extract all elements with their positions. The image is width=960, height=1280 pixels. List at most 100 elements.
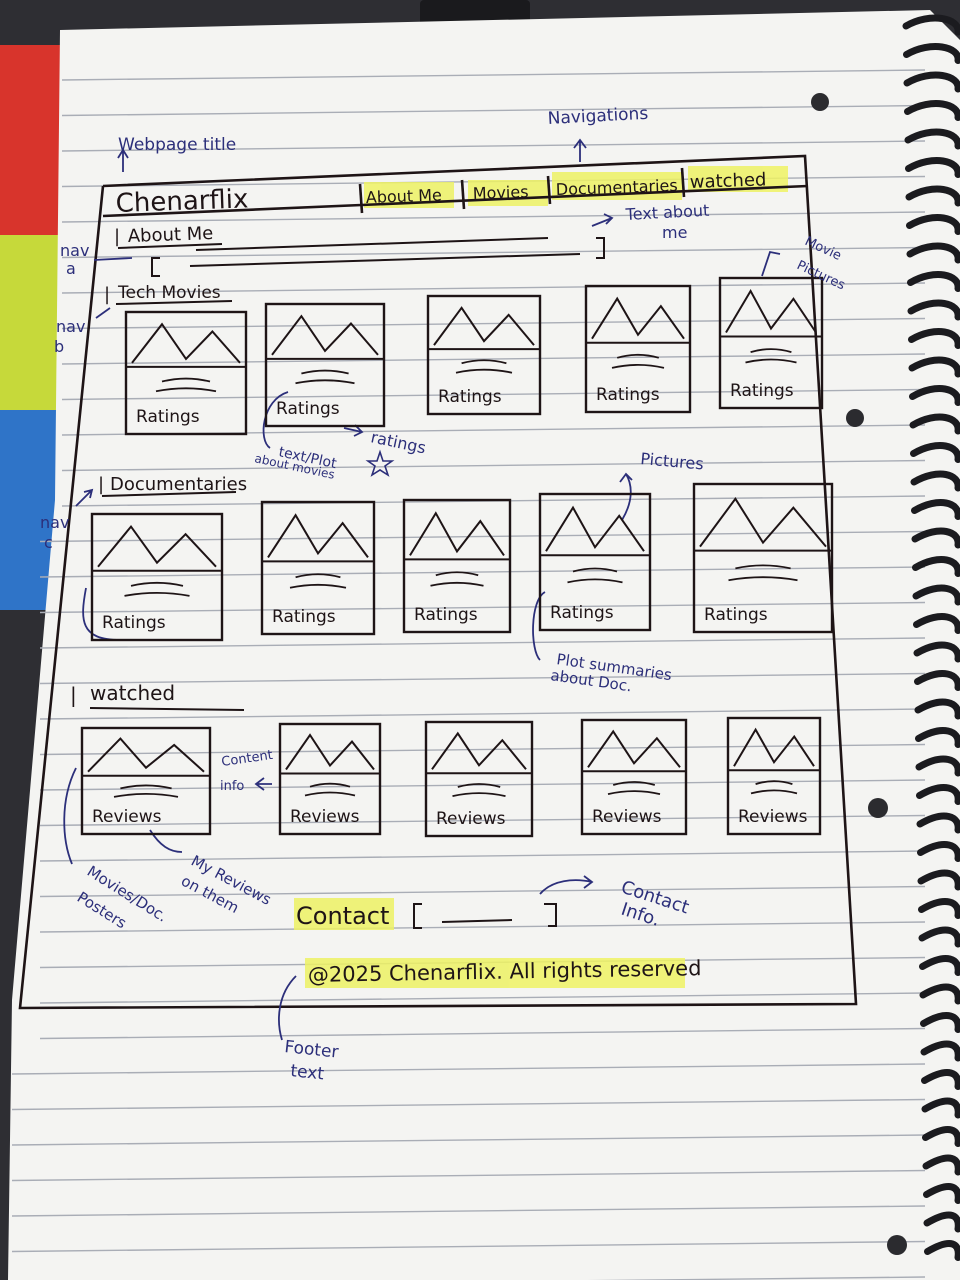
spiral-ring <box>907 271 960 292</box>
spiral-ring <box>921 1069 960 1090</box>
spiral-ring <box>921 1097 960 1119</box>
mountain-icon <box>267 513 369 558</box>
text-lines-icon <box>289 573 347 589</box>
note-content-info-2: info <box>220 779 244 794</box>
note-webpage-title: Webpage title <box>118 135 236 155</box>
mountain-icon <box>733 727 815 767</box>
punch-hole <box>887 1235 907 1255</box>
about-heading: About Me <box>127 223 213 247</box>
note-nav-a-1: nav <box>60 241 89 260</box>
ruled-line <box>61 459 926 472</box>
spiral-ring <box>922 1126 960 1147</box>
ruled-line <box>39 814 926 827</box>
card-label: Ratings <box>276 399 340 419</box>
ruled-line <box>11 1240 926 1253</box>
mountain-icon <box>87 737 205 773</box>
text-lines-icon <box>750 780 798 795</box>
text-lines-icon <box>567 567 623 584</box>
spiral-ring <box>923 1211 960 1233</box>
card-label: Ratings <box>102 613 166 633</box>
spiral-ring <box>923 1183 960 1204</box>
mountain-icon <box>725 288 817 334</box>
card-frame <box>718 276 824 410</box>
mountain-icon <box>433 306 535 346</box>
ruled-line <box>61 317 926 330</box>
card-label: Ratings <box>596 385 660 405</box>
punch-hole <box>811 93 829 111</box>
note-content-info-1: Content <box>220 748 273 770</box>
note-nav-b-1: nav <box>56 317 85 336</box>
ruled-line <box>61 211 926 223</box>
text-lines-icon <box>611 353 665 369</box>
card-frame <box>402 498 512 634</box>
note-footer-text-2: text <box>289 1061 325 1084</box>
card-frame <box>80 726 212 836</box>
card-sketch: Ratings <box>402 498 512 634</box>
spiral-ring <box>917 841 960 862</box>
text-lines-icon <box>455 359 513 374</box>
card-label: Ratings <box>272 607 336 627</box>
punch-hole <box>846 409 864 427</box>
spiral-ring <box>904 128 960 150</box>
note-nav-c-2: c <box>44 533 53 552</box>
mountain-icon <box>131 322 241 364</box>
card-label: Ratings <box>438 387 502 407</box>
ruled-lines <box>11 69 926 1280</box>
spiral-binding <box>902 14 960 1261</box>
spiral-ring <box>911 527 960 549</box>
section-marker-movies: | <box>104 284 110 305</box>
mountain-icon <box>591 296 685 340</box>
mountain-icon <box>587 729 681 768</box>
spiral-ring <box>909 413 960 435</box>
spiral-ring <box>916 812 960 834</box>
spiral-ring <box>914 698 960 720</box>
mountain-icon <box>271 314 379 356</box>
spiral-ring <box>914 670 960 691</box>
ruled-line <box>39 601 926 614</box>
ruled-line <box>39 850 926 862</box>
wireframe-frame <box>18 154 858 1010</box>
red-tab <box>0 45 60 245</box>
ruled-line <box>39 885 926 898</box>
site-title: Chenarflix <box>115 184 249 219</box>
nav-item-about: About Me <box>365 185 442 207</box>
ruled-line <box>11 1098 926 1111</box>
ruled-line <box>39 743 926 756</box>
spiral-ring <box>920 1012 960 1033</box>
spiral-ring <box>913 641 960 663</box>
mountain-icon <box>285 733 375 771</box>
card-sketch: Ratings <box>718 276 824 410</box>
text-lines-icon <box>607 781 661 795</box>
ruled-line <box>11 1205 926 1217</box>
section-marker-about: | <box>114 226 120 247</box>
ruled-line <box>11 1169 926 1182</box>
spiral-ring <box>909 385 960 406</box>
text-lines-icon <box>745 348 797 364</box>
card-label: Reviews <box>738 807 808 827</box>
card-label: Reviews <box>592 807 662 827</box>
text-lines-icon <box>452 783 506 797</box>
ruled-line <box>39 708 926 720</box>
ruled-line <box>39 637 926 649</box>
ruled-line <box>39 672 926 685</box>
note-nav-c-1: nav <box>40 513 69 532</box>
spiral-ring <box>905 185 960 207</box>
card-sketch: Reviews <box>278 722 382 836</box>
spiral-ring <box>912 584 960 606</box>
spiral-ring <box>905 157 960 178</box>
text-lines-icon <box>124 581 190 597</box>
spiral-ring <box>919 955 960 976</box>
card-sketch: Ratings <box>264 302 386 428</box>
mountain-icon <box>545 505 645 552</box>
ruled-line <box>39 1027 926 1040</box>
spiral-ring <box>903 71 960 93</box>
ruled-line <box>11 1063 926 1075</box>
nav-item-documentaries: Documentaries <box>555 176 677 199</box>
spiral-ring <box>912 556 960 577</box>
note-nav-a-2: a <box>66 259 76 278</box>
ruled-line <box>61 353 926 365</box>
section-marker-watched: | <box>70 683 77 707</box>
spiral-ring <box>916 784 960 805</box>
watched-heading: watched <box>90 681 175 705</box>
